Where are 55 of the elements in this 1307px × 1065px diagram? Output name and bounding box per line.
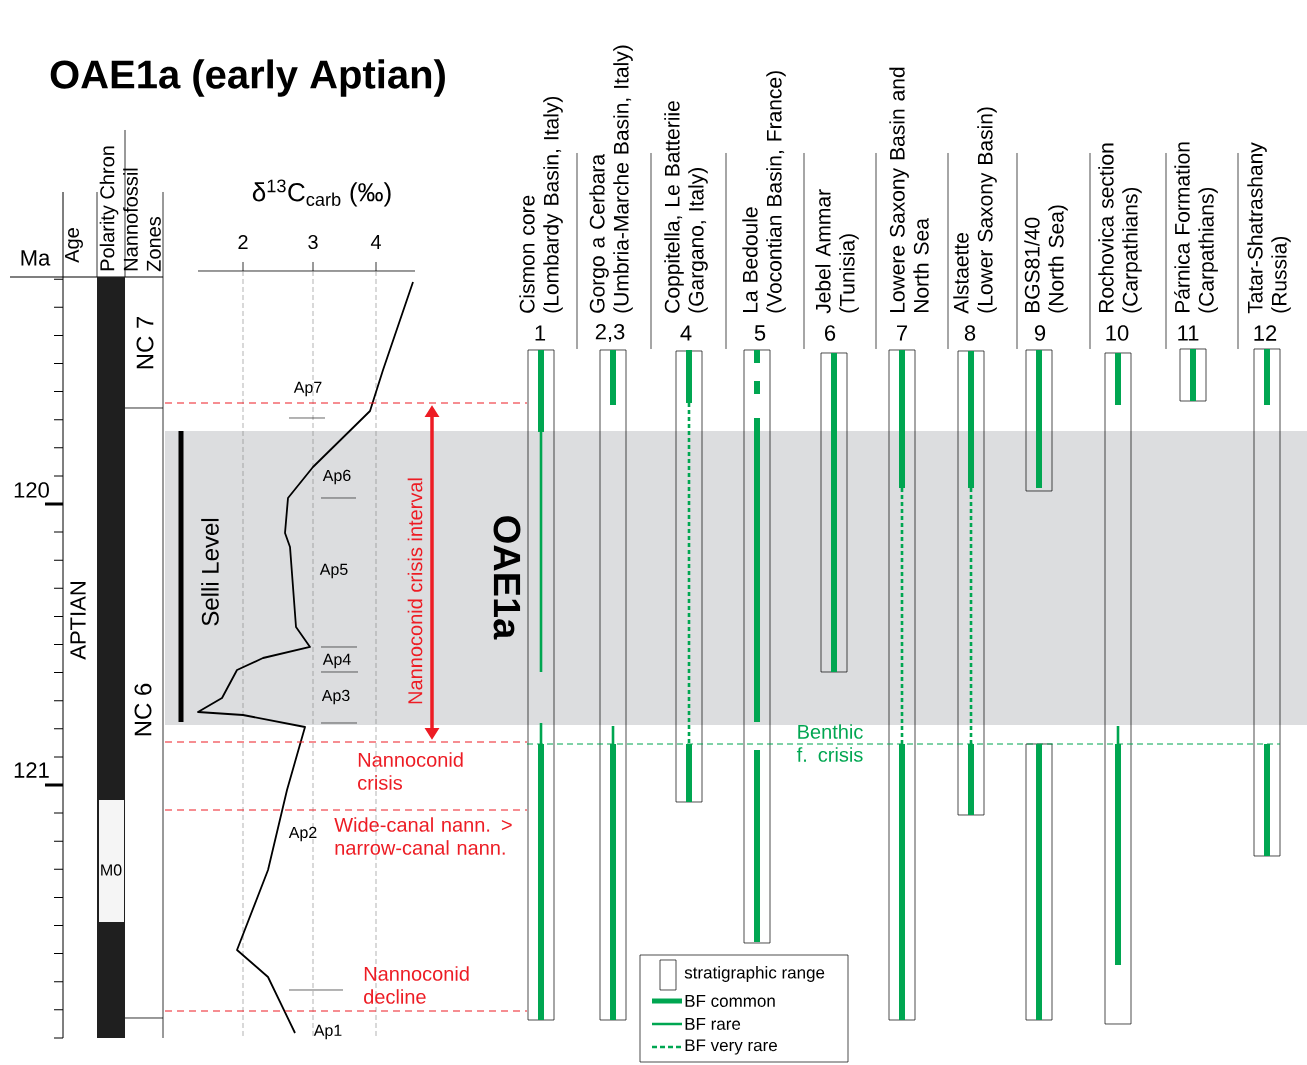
stage-label: APTIAN	[70, 582, 86, 660]
section-number: 1	[535, 325, 546, 341]
zone-label: NC 7	[136, 316, 154, 369]
title: OAE1a (early Aptian)	[50, 59, 445, 97]
zone-label: Ap4	[322, 653, 351, 669]
zone-label: Ap6	[322, 469, 351, 485]
section-number: 11	[1178, 325, 1199, 341]
event-label: Nannoconid decline	[364, 966, 469, 1004]
section-heading: Párnica Formation (Carpathians)	[1174, 142, 1218, 313]
section-heading: Coppitella, Le Batteriie (Gargano, Italy)	[664, 101, 708, 313]
event-label: Wide-canal nann. > narrow-canal nann.	[334, 817, 512, 855]
column-heading: Polarity Chron	[99, 146, 119, 271]
section-number: 8	[964, 325, 976, 341]
zone-label: Ap5	[319, 563, 348, 579]
axis-title: δ$^{13}$C$_{carb}$ (‰)	[252, 179, 391, 207]
section-number: 2,3	[595, 323, 625, 343]
section-heading: Lowere Saxony Basin and North Sea	[889, 67, 929, 313]
legend-label: stratigraphic range	[684, 966, 825, 982]
section-number: 6	[825, 325, 836, 341]
section-heading: Jebel Ammar (Tunisia)	[815, 189, 859, 314]
interval-label: Nannoconid crisis interval	[407, 478, 423, 704]
legend-label: BF common	[685, 995, 775, 1007]
event-label: OAE1a	[493, 516, 521, 640]
event-label: Benthic f. crisis	[796, 724, 863, 762]
section-number: 9	[1034, 325, 1046, 341]
chron-label: M0	[101, 864, 122, 876]
section-heading: Tatar-Shatrashany (Russia)	[1247, 142, 1291, 314]
section-heading: Gorgo a Cerbara (Umbria-Marche Basin, Italy)	[589, 45, 633, 313]
tick-label: 121	[14, 762, 49, 778]
zone-label: Ap2	[288, 826, 317, 842]
section-number: 7	[897, 325, 907, 341]
axis-title: Ma	[21, 250, 51, 266]
event-label: Nannoconid crisis	[358, 752, 463, 790]
column-heading: Age	[65, 228, 83, 263]
section-number: 4	[680, 325, 692, 341]
section-heading: Cismon core (Lombardy Basin, Italy)	[519, 96, 563, 313]
interval-label: Selli Level	[201, 518, 219, 626]
zone-label: NC 6	[134, 683, 152, 736]
tick-label: 3	[308, 234, 318, 250]
column-heading: Nannofossil Zones	[123, 168, 161, 272]
legend-label: BF rare	[685, 1018, 741, 1030]
section-number: 5	[754, 325, 766, 341]
zone-label: Ap7	[293, 381, 322, 397]
section-heading: BGS81/40 (North Sea)	[1024, 205, 1068, 313]
section-number: 10	[1106, 325, 1129, 341]
zone-label: Ap1	[313, 1024, 342, 1040]
tick-label: 120	[14, 482, 49, 498]
legend-label: BF very rare	[685, 1039, 777, 1055]
tick-label: 2	[238, 235, 248, 249]
section-heading: Rochovica section (Carpathians)	[1098, 143, 1142, 313]
section-number: 12	[1254, 325, 1277, 341]
section-heading: Alstaette (Lower Saxony Basin)	[953, 107, 997, 314]
tick-label: 4	[370, 235, 381, 249]
section-heading: La Bedoule (Vocontian Basin, France)	[742, 71, 786, 313]
zone-label: Ap3	[321, 689, 350, 705]
